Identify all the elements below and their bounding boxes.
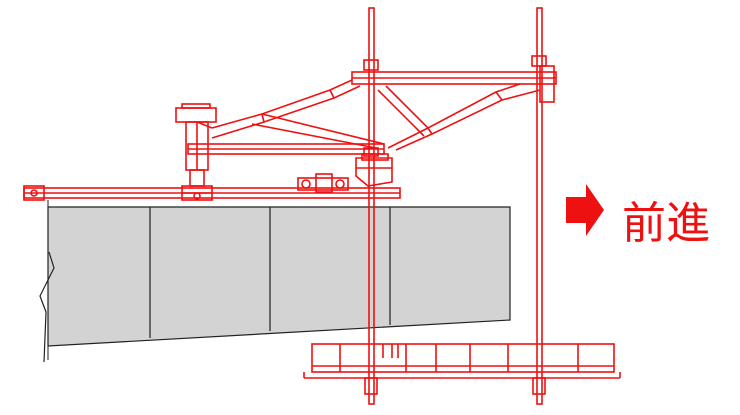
girder-body <box>47 206 511 347</box>
rail-end-cap <box>23 185 45 201</box>
hanger-rod-left <box>368 7 375 405</box>
support-block <box>355 157 393 187</box>
girder-segments <box>47 206 511 347</box>
upper-truss-chord <box>211 79 353 129</box>
right-arrow-icon <box>566 184 604 236</box>
hoist-head <box>175 107 217 123</box>
traveler-frame <box>23 7 621 405</box>
direction-label: 前進 <box>622 198 710 249</box>
work-platform <box>311 343 615 373</box>
break-line-icon <box>39 251 55 363</box>
rail-end-pin <box>30 189 38 197</box>
sliding-shoe <box>297 177 349 191</box>
lower-truss-chord <box>387 83 521 149</box>
hanger-rod-right <box>536 7 543 405</box>
